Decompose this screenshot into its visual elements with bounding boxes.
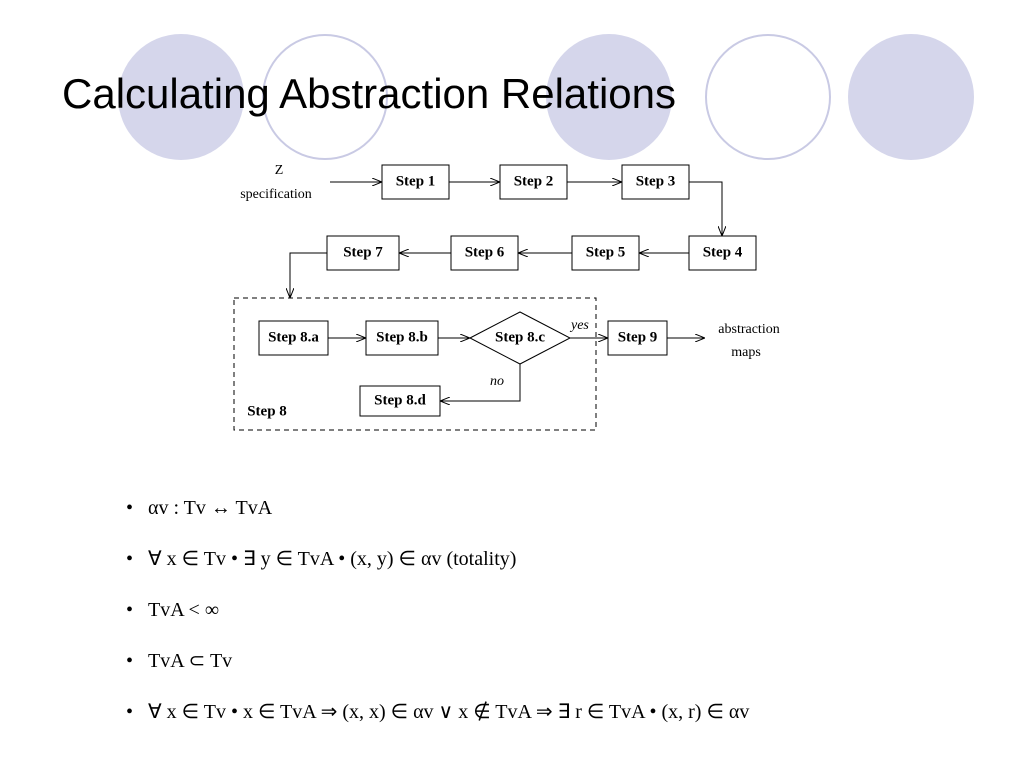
step-7-label: Step 7 (343, 244, 383, 260)
decision-no-label: no (490, 374, 504, 389)
deco-circle-4 (705, 34, 831, 160)
bullet-dot: • (126, 497, 134, 519)
formula-text: TvA < ∞ (148, 599, 220, 621)
formula-item: • ∀ x ∈ Tv • ∃ y ∈ TvA • (x, y) ∈ αv (tot… (126, 539, 749, 590)
step-8a-label: Step 8.a (268, 329, 319, 345)
bullet-dot: • (126, 548, 134, 570)
step-1-box: Step 1 (381, 164, 450, 200)
formula-item: • αv : Tv ↔ TvA (126, 488, 749, 539)
formula-text: ∀ x ∈ Tv • x ∈ TvA ⇒ (x, x) ∈ αv ∨ x ∉ T… (148, 701, 750, 723)
arrow-step7-to-step8 (290, 252, 327, 297)
step-2-label: Step 2 (514, 173, 554, 189)
slide-title: Calculating Abstraction Relations (62, 70, 677, 117)
output-label-line2: maps (731, 345, 761, 360)
deco-circle-2 (262, 34, 388, 160)
bullet-dot: • (126, 701, 134, 723)
formula-item: • ∀ x ∈ Tv • x ∈ TvA ⇒ (x, x) ∈ αv ∨ x ∉ … (126, 692, 749, 743)
step-1-label: Step 1 (396, 173, 436, 189)
step-8a-box: Step 8.a (258, 320, 329, 356)
formula-list: • αv : Tv ↔ TvA • ∀ x ∈ Tv • ∃ y ∈ TvA • (… (126, 488, 749, 743)
step-3-label: Step 3 (636, 173, 676, 189)
output-label-line1: abstraction (718, 322, 779, 337)
step-4-box: Step 4 (688, 235, 757, 271)
deco-circle-5 (848, 34, 974, 160)
formula-item: • TvA < ∞ (126, 590, 749, 641)
arrow-step3-to-step4 (689, 181, 722, 235)
deco-circle-1 (118, 34, 244, 160)
step-7-box: Step 7 (326, 235, 400, 271)
step-8-group-label: Step 8 (247, 403, 287, 419)
step-6-label: Step 6 (465, 244, 505, 260)
formula-item: • TvA ⊂ Tv (126, 641, 749, 692)
step-5-box: Step 5 (571, 235, 640, 271)
step-9-box: Step 9 (607, 320, 668, 356)
decision-yes-label: yes (569, 318, 589, 333)
step-2-box: Step 2 (499, 164, 568, 200)
step-9-label: Step 9 (618, 329, 658, 345)
input-label-z: Z (275, 163, 284, 178)
step-8c-decision: Step 8.c (468, 311, 572, 365)
bullet-dot: • (126, 599, 134, 621)
step-8b-box: Step 8.b (365, 320, 439, 356)
step-5-label: Step 5 (586, 244, 626, 260)
step-8-group (233, 297, 597, 431)
step-6-box: Step 6 (450, 235, 519, 271)
step-8d-box: Step 8.d (359, 385, 441, 417)
formula-text: ∀ x ∈ Tv • ∃ y ∈ TvA • (x, y) ∈ αv (tota… (148, 548, 517, 570)
step-4-label: Step 4 (703, 244, 743, 260)
formula-text: αv : Tv ↔ TvA (148, 497, 273, 519)
bullet-dot: • (126, 650, 134, 672)
formula-text: TvA ⊂ Tv (148, 650, 233, 672)
step-3-box: Step 3 (621, 164, 690, 200)
input-label-spec: specification (240, 187, 312, 202)
step-8c-label: Step 8.c (495, 329, 545, 345)
arrow-step8c-to-step8d (441, 364, 521, 401)
deco-circle-3 (546, 34, 672, 160)
step-8d-label: Step 8.d (374, 392, 426, 408)
step-8b-label: Step 8.b (376, 329, 428, 345)
